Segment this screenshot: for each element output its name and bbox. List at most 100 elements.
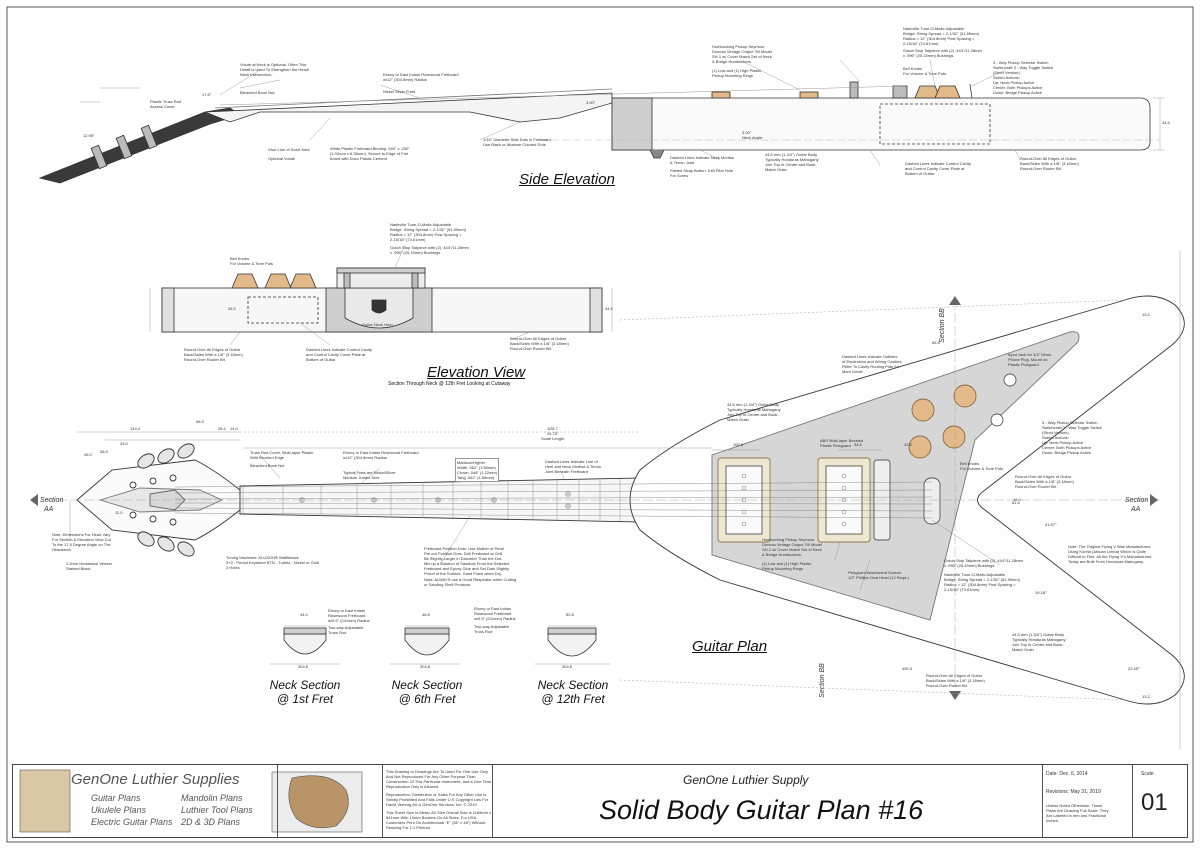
note-cavity-elevation: Dashed Lines Indicate Control Cavity and… (306, 347, 372, 362)
note-low-high-plan: (1) Low and (1) High Plastic Pickup Moun… (762, 561, 812, 571)
title-block-photo-cell (278, 765, 383, 837)
pickup-ring-side-2 (799, 91, 819, 99)
dim-26-2: 26.2 (228, 306, 236, 311)
note-truss-section-12: Two-way Adjustable Truss Rod (474, 624, 510, 634)
body-side (611, 97, 1151, 151)
note-dashed-mortise: Dashed Lines Indicate Neck Mortise & Ten… (670, 155, 735, 165)
body-side-shade (611, 97, 653, 151)
note-inlays: Fretboard Position Dots: Use Mother of P… (424, 546, 510, 576)
neck-sections-drawing (270, 625, 610, 665)
section-bb-bottom-arrow (949, 691, 961, 700)
note-humbucker-plan: Humbucking Pickup Seymour Duncan Vintage… (762, 537, 822, 557)
side-elevation-drawing (38, 59, 1165, 184)
dim-r13-bottom: 13.2 (1142, 694, 1150, 699)
note-stop-tailpiece-elevation: Gotoh Stop Tailpiece with (2) .444"/11.2… (390, 245, 469, 255)
pickup-ring-side-1 (711, 91, 731, 99)
headstock-side (38, 107, 241, 184)
neck-section-12th-fret (535, 625, 610, 665)
note-fret-wire-spec: Madison/Higher Width .062" (1.58mm) Crow… (455, 458, 500, 482)
note-ebony-section-12: Ebony or East Indian Rosewood Fretboard … (474, 606, 516, 621)
brand-name: GenOne Luthier Supplies (71, 771, 240, 788)
note-stop-tailpiece-side: Gotoh Stop Tailpiece with (2) .444"/11.2… (903, 48, 982, 58)
note-truss-cover: Truss Rod Cover, Multi-layer Plastic Wit… (250, 450, 314, 460)
note-strap-button: Flatted Strap Button. Drill Pilot Hole F… (670, 168, 733, 178)
control-cavity-side (879, 103, 991, 145)
dim-42-5: 42.5 (904, 442, 912, 447)
note-low-high-side: (1) Low and (1) High Plastic Pickup Moun… (712, 68, 762, 78)
dim-12-96-deg: 12.96° (83, 133, 95, 138)
plan-revisions: Revisions: May 31, 2019 (1046, 789, 1101, 795)
dim-11-0: 11.0 (115, 510, 123, 515)
neck-section-1st-label: Neck Section (269, 678, 341, 692)
guitar-photo-thumb (19, 769, 71, 833)
section-aa-left-letters: AA (44, 506, 54, 513)
dim-r19: 19.0 (1013, 497, 1021, 502)
note-roundover-elevation-left: Round-Over All Edges of Guitar Back/Side… (184, 347, 243, 362)
dim-100-8: 100.8 (733, 442, 744, 447)
note-bleached-nut-side: Bleached Bone Nut (240, 90, 275, 95)
note-bleached-nut-plan: Bleached Bone Nut (250, 463, 285, 468)
dim-48-8: 48.8 (422, 612, 430, 617)
dim-144-4: 144.4 (130, 426, 141, 431)
product-electric-guitar-plans: Electric Guitar Plans (91, 817, 173, 827)
note-scarf: Glue Line of Scarf Joint (268, 147, 310, 152)
note-body-side: 44.5 mm (1-3/4") Guitar Body Typically H… (765, 152, 819, 172)
note-input-jack: Input Jack for 1/4" Mono Phone Plug. Mou… (1008, 352, 1052, 367)
strings-side (219, 85, 906, 106)
dim-52-8: 52.8 (566, 612, 574, 617)
note-roundover-side: Round-Over All Edges of Guitar Back/Side… (1020, 156, 1079, 171)
knob-elevation-2 (264, 273, 292, 289)
dim-43-0: 43.0 (120, 441, 128, 446)
dim-36-9: 36.9 (100, 449, 108, 454)
section-aa-left-arrow (30, 494, 38, 506)
strings-plan (174, 481, 933, 519)
neck-section-1st-fret (270, 625, 340, 665)
dim-angle-22: 22.45° (1128, 666, 1140, 671)
title-block-brand-cell (13, 765, 278, 837)
legal-usage: This Drawing or Drawings Are To Used For… (386, 769, 492, 789)
dim-angle-19: 19.18° (1035, 590, 1047, 595)
note-bell-knobs-plan: Bell Knobs For Volume & Tone Pots (960, 461, 1004, 471)
note-respirator: Note: ALWAYS use a Good Respirator when … (424, 577, 517, 587)
product-luthier-tool-plans: Luthier Tool Plans (181, 805, 253, 815)
tuners-plan (129, 443, 195, 557)
neck-side (204, 92, 613, 123)
section-bb-top-label: Section BB (938, 308, 946, 343)
note-neck-heel: Guitar Neck Heel (362, 322, 393, 327)
note-headstock-veneer: 1.2mm Headstock Veneer Stained Black (66, 561, 113, 571)
note-dashed-neck: Dashed Lines Indicate Line of Heel and N… (545, 459, 602, 474)
titleblock-photos (19, 769, 363, 833)
knob-elevation-1 (231, 273, 259, 289)
note-tonematic-elevation: Nashville Tune-O-Matic Adjustable Bridge… (390, 222, 467, 242)
control-cavity-elevation (247, 296, 319, 324)
neck-section-6th-fret-label: @ 6th Fret (398, 692, 456, 706)
note-body-plan: 44.5 mm (1-3/4") Guitar Body Typically H… (727, 402, 781, 422)
legal-sheet-size: This Sheet Size Is Metric A0 Size Overal… (386, 810, 492, 830)
note-scale-length: 628.7 24.75" Scale Length (541, 426, 565, 441)
scale-label: Scale (1141, 771, 1154, 777)
dim-r304-6: 304.8 (420, 664, 431, 669)
note-ebony-plan: Ebony or East Indian Rosewood Fretboard … (343, 450, 419, 460)
dim-61-6: 61.6 (1012, 500, 1020, 505)
neck-section-6th-label: Neck Section (391, 678, 463, 692)
sheet-border (6, 6, 1194, 843)
knob-side-2 (934, 85, 961, 99)
neck-section-1st-fret-label: @ 1st Fret (276, 692, 334, 706)
dim-3-deg: 3.00° (586, 100, 596, 105)
note-side-dots: 1/16" Diameter Side Dots in Fretboard Us… (483, 137, 551, 147)
note-tonematic-side: Nashville Tune-O-Matic Adjustable Bridge… (903, 26, 980, 46)
units-note: Unless Noted Otherwise, These Plans Are … (1046, 803, 1109, 823)
plan-title: Solid Body Guitar Plan #16 (599, 795, 924, 825)
dim-44-5-side: 44.5 (1162, 120, 1170, 125)
dim-490-3: 490.3 (902, 666, 913, 671)
dim-14-0: 14.0 (230, 426, 238, 431)
side-elevation-title: Side Elevation (519, 171, 615, 188)
section-bb-top-arrow (949, 296, 961, 305)
elevation-view-drawing (149, 244, 613, 346)
knobs-plan (908, 384, 977, 459)
note-three-way-side: 3 - Way Pickup Selector Switch Switchcra… (993, 60, 1054, 95)
note-ebony-fretboard: Ebony or East Indian Rosewood Fretboard … (383, 72, 459, 82)
dim-98-5: 98.5 (196, 419, 204, 424)
